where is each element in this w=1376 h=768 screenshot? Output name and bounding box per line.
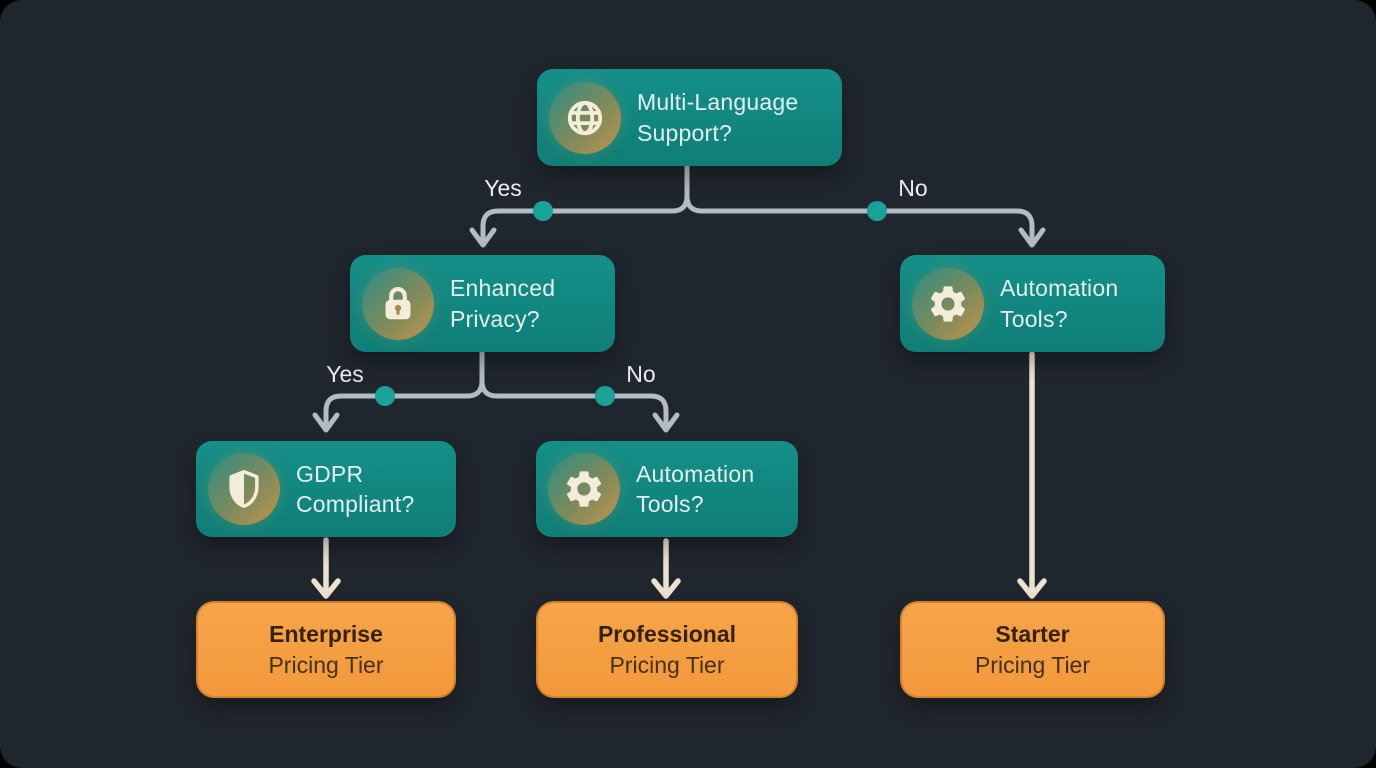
arrowhead-root-no [1018, 227, 1046, 248]
decision-node-multi-language-support: Multi-Language Support? [537, 69, 842, 166]
decision-node-automation-tools-right: Automation Tools? [900, 255, 1165, 352]
arrowhead-gdpr-enterprise [311, 578, 341, 599]
arrowhead-automation-starter [1017, 578, 1047, 599]
outcome-starter-tier: Starter Pricing Tier [900, 601, 1165, 698]
connector-privacy-no [479, 349, 669, 426]
tier-subtitle: Pricing Tier [609, 651, 725, 678]
arrowhead-privacy-yes [312, 412, 340, 433]
node-label-line2: Support? [637, 119, 732, 146]
decision-node-gdpr-compliant: GDPR Compliant? [196, 441, 456, 537]
node-label: Enhanced Privacy? [450, 273, 555, 334]
tier-name: Enterprise [269, 621, 383, 648]
edge-label-no-level1: No [898, 175, 928, 201]
decision-node-automation-tools-middle: Automation Tools? [536, 441, 798, 537]
gear-icon [912, 267, 984, 340]
node-label-line2: Tools? [636, 491, 704, 517]
edge-label-yes-level1: Yes [484, 175, 522, 201]
tier-subtitle: Pricing Tier [268, 651, 384, 678]
node-label-line1: Multi-Language [637, 89, 799, 116]
node-label: Automation Tools? [636, 459, 754, 520]
connector-root-no [684, 163, 1035, 241]
tier-name: Professional [597, 621, 737, 648]
node-label-line2: Privacy? [450, 305, 540, 332]
tier-name: Starter [995, 621, 1070, 648]
gear-icon [548, 453, 620, 525]
arrowhead-privacy-no [652, 412, 680, 433]
edge-label-yes-level2: Yes [326, 361, 364, 387]
junction-dot [375, 386, 395, 406]
lock-icon [362, 267, 434, 340]
shield-icon [208, 453, 280, 525]
junction-dot [867, 201, 887, 221]
node-label-line1: Enhanced [450, 275, 556, 302]
arrowhead-root-yes [469, 227, 497, 248]
node-label-line1: GDPR [296, 460, 364, 487]
node-label: GDPR Compliant? [296, 459, 414, 520]
outcome-professional-tier: Professional Pricing Tier [536, 601, 798, 698]
node-label: Automation Tools? [1000, 273, 1118, 334]
junction-dot [533, 201, 553, 221]
node-label-line1: Automation [636, 460, 755, 487]
arrowhead-automation-professional [651, 578, 681, 599]
globe-icon [549, 81, 621, 154]
node-label: Multi-Language Support? [637, 87, 798, 148]
node-label-line2: Compliant? [296, 491, 415, 517]
edge-label-no-level2: No [626, 361, 656, 387]
decision-node-enhanced-privacy: Enhanced Privacy? [350, 255, 615, 352]
node-label-line2: Tools? [1000, 305, 1068, 332]
tier-subtitle: Pricing Tier [974, 651, 1091, 678]
junction-dot [595, 386, 615, 406]
node-label-line1: Automation [1000, 275, 1119, 302]
outcome-enterprise-tier: Enterprise Pricing Tier [196, 601, 456, 698]
